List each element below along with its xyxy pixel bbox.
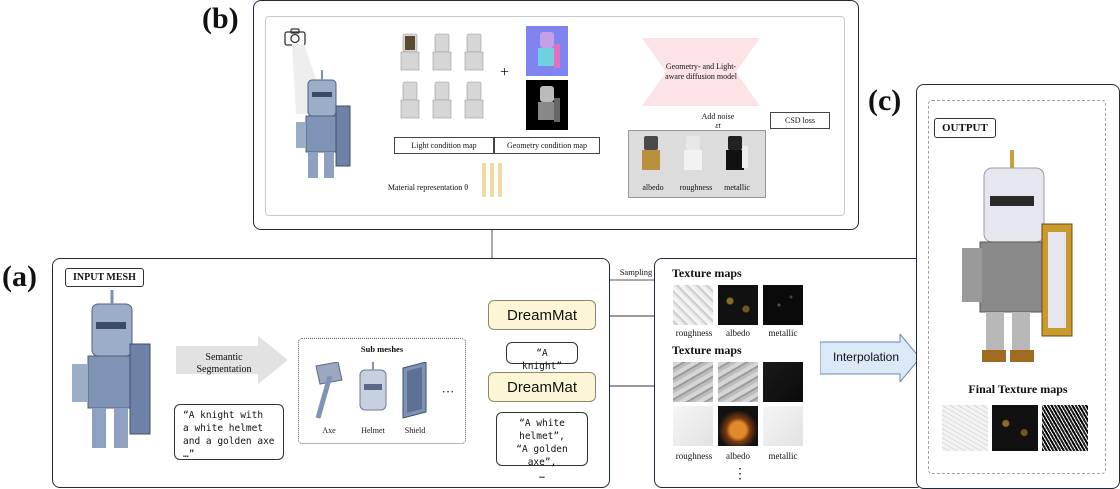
material-bar-1 [482,163,486,197]
material-representation-label: Material representation θ [387,183,469,192]
roughness-map-bottom-1 [673,362,713,402]
material-bar-2 [490,163,494,197]
metallic-label-b: metallic [724,183,750,192]
helmet-label: Helmet [361,426,385,435]
semantic-segmentation-label-1: Semantic [205,352,243,363]
sub-meshes-box [298,338,466,444]
axe-icon [315,362,343,419]
sampling-label: Sampling [619,267,653,277]
roughness-map-bottom-2 [673,406,713,446]
axe-label: Axe [322,426,336,435]
dreammat-box-bottom: DreamMat [488,372,596,402]
prompt-bubble: “A knight with a white helmet and a gold… [174,404,284,460]
metallic-map-top [763,285,803,325]
prompt-line-1: “A knight with [183,410,264,421]
csd-loss-box: CSD loss [770,112,830,129]
diffusion-model-label-1: Geometry- and Light- [665,62,737,71]
plus-sign: + [500,64,510,81]
roughness-label-bottom: roughness [675,451,713,461]
prompt-sub-bubble: “A white helmet”, “A golden axe”, … [496,412,588,481]
metallic-label-bottom: metallic [768,451,798,461]
sub-mesh-ellipsis: ··· [441,384,455,399]
knight-figure-a [72,290,151,448]
sub-meshes-title: Sub meshes [360,344,404,354]
panel-c-inner [928,100,1106,474]
light-condition-renders [400,33,484,119]
shield-icon [402,362,427,419]
diffusion-model-label-2: aware diffusion model [665,72,737,81]
input-mesh-tag: INPUT MESH [65,268,144,287]
vertical-ellipsis: ⋮ [733,467,747,482]
albedo-label-b: albedo [642,183,664,192]
dreammat-box-top: DreamMat [488,300,596,330]
output-tag: OUTPUT [934,118,996,138]
interpolation-arrow [820,334,920,382]
albedo-map-bottom-1 [718,362,758,402]
knight-figure-b [296,70,351,178]
semantic-segmentation-label-2: Segmentation [196,364,252,375]
texture-maps-title-bottom: Texture maps [672,343,742,357]
semantic-segmentation-arrow [176,336,288,384]
panel-c-letter: (c) [868,84,902,117]
albedo-map-bottom-2 [718,406,758,446]
prompt-sub-line-2: “A golden axe”, [516,444,568,468]
roughness-label-top: roughness [675,328,713,338]
panel-b-inner [265,16,845,216]
shield-label: Shield [404,426,426,435]
final-roughness-map [942,405,988,451]
output-knight-figure [962,150,1073,362]
roughness-label-b: roughness [679,183,713,192]
normal-knight-icon [538,32,560,68]
texture-maps-title-top: Texture maps [672,266,742,280]
metallic-map-bottom-2 [763,406,803,446]
metallic-label-top: metallic [768,328,798,338]
prompt-sub-line-1: “A white helmet”, [519,418,565,442]
final-albedo-map [992,405,1038,451]
interpolation-label: Interpolation [832,350,900,364]
prompt-knight-bubble: “A knight” [506,342,578,372]
prompt-sub-line-3: … [539,470,545,481]
geometry-condition-map-label: Geometry condition map [494,137,600,154]
albedo-label-top: albedo [726,328,750,338]
panel-b-letter: (b) [202,2,239,35]
material-bar-3 [498,163,502,197]
material-knights [642,136,748,170]
noise-epsilon-label: εt [715,121,721,130]
albedo-map-top [718,285,758,325]
light-condition-map-label: Light condition map [394,137,494,154]
panel-a-letter: (a) [2,260,37,293]
final-texture-maps-title: Final Texture maps [968,382,1068,396]
helmet-icon [359,362,387,411]
albedo-label-bottom: albedo [726,451,750,461]
add-noise-label: Add noise [701,112,735,121]
metallic-map-bottom-1 [763,362,803,402]
final-metallic-map [1042,405,1088,451]
prompt-line-2: a white helmet [183,423,264,434]
diffusion-model-shape [642,38,760,106]
prompt-line-3: and a golden axe …” [183,436,275,460]
depth-knight-icon [538,86,560,122]
roughness-map-top [673,285,713,325]
